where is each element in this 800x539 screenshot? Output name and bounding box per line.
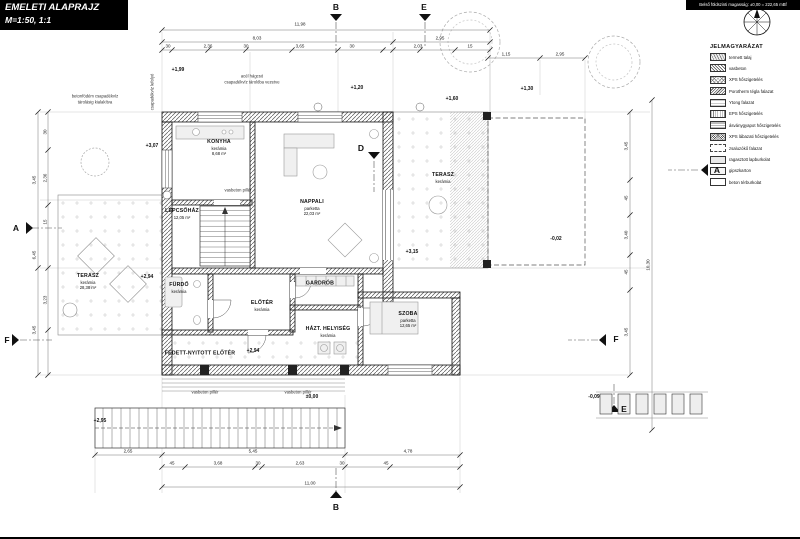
drawing-scale: M=1:50, 1:1 [5, 14, 52, 25]
section-lines [20, 22, 698, 494]
legend-item: EPS hőszigetelés [710, 109, 800, 118]
legend-item-label: vasbeton [729, 65, 747, 71]
legend-item-label: Ytong falazat [729, 100, 755, 106]
staircase [199, 205, 251, 267]
legend-item-label: termett talaj [729, 54, 752, 60]
legend-item-label: beton térburkolat [729, 179, 762, 185]
topbar-note: Belső földszinti magasság: ±0,00 = 222,6… [686, 0, 800, 10]
drawing-title: EMELETI ALAPRAJZ [5, 2, 100, 13]
roof-overhang-outline [487, 117, 586, 266]
legend-item-label: ásványgyapot hőszigetelés [729, 122, 781, 128]
legend-item: zsaluzókő falazat [710, 144, 800, 153]
legend-item: termett talaj [710, 53, 800, 61]
legend-item: XPS lábazati hőszigetelés [710, 132, 800, 141]
terraces [57, 111, 586, 365]
dimension-lines [37, 29, 653, 488]
legend-item-label: zsaluzókő falazat [729, 145, 762, 151]
section-arrows [12, 14, 708, 498]
legend-swatch-ytong [710, 98, 726, 107]
garden-stair [94, 407, 346, 449]
exterior-steps [162, 378, 345, 392]
legend-swatch-paving [710, 178, 726, 187]
legend-swatch-soil [710, 53, 726, 61]
legend-item-label: EPS hőszigetelés [729, 111, 763, 117]
title-block: EMELETI ALAPRAJZ M=1:50, 1:1 [0, 0, 128, 30]
legend-swatch-wool [710, 121, 726, 130]
legend-item: Ytong falazat [710, 98, 800, 107]
north-compass-icon [743, 5, 771, 36]
legend-item-label: XPS lábazati hőszigetelés [729, 134, 779, 140]
legend-item: ragasztott lapburkolat [710, 155, 800, 164]
extension-lines [40, 32, 650, 493]
legend-item-label: gipszkarton [729, 168, 751, 174]
pergola [596, 391, 708, 419]
legend-swatch-xps2 [710, 132, 726, 141]
legend-item: vasbeton [710, 64, 800, 73]
legend-swatch-xps [710, 75, 726, 84]
windows [161, 111, 433, 376]
legend-swatch-eps [710, 109, 726, 118]
legend-swatch-tile [710, 155, 726, 164]
legend-item: beton térburkolat [710, 178, 800, 187]
legend-item-label: Porotherm tégla falazat [729, 88, 774, 94]
doors [208, 190, 393, 354]
legend-swatch-block [710, 144, 726, 153]
legend-item: Porotherm tégla falazat [710, 87, 800, 96]
legend-swatch-gypsum [710, 166, 726, 175]
legend-swatch-brick [710, 87, 726, 96]
legend-title: JELMAGYARÁZAT [710, 44, 764, 50]
furniture [62, 125, 448, 355]
legend-item: ásványgyapot hőszigetelés [710, 121, 800, 130]
legend-item: gipszkarton [710, 166, 800, 175]
legend-item-label: XPS hőszigetelés [729, 77, 763, 83]
legend-item: XPS hőszigetelés [710, 75, 800, 84]
legend-swatch-concrete [710, 64, 726, 73]
fixture-marks [162, 102, 425, 200]
columns [200, 112, 491, 375]
legend-item-label: ragasztott lapburkolat [729, 157, 771, 163]
